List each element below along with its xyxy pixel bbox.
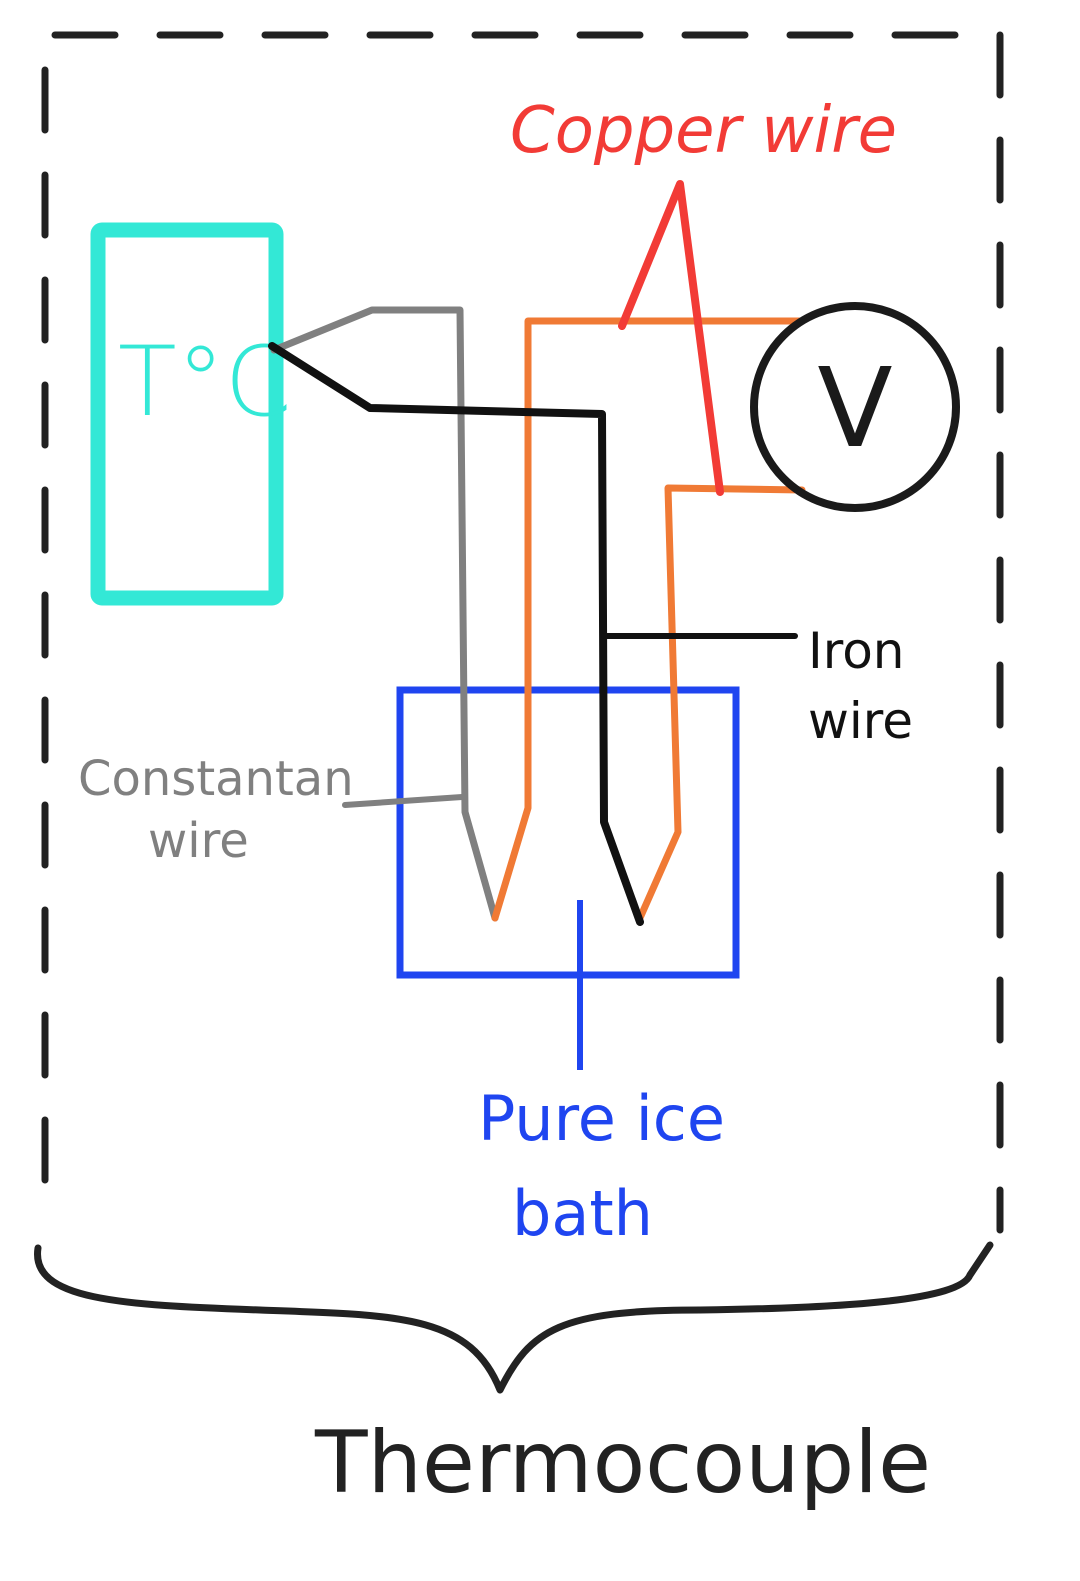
copper-pointer <box>618 180 724 496</box>
copper-wire-right <box>636 484 806 922</box>
iron-wire-label-line1: Iron <box>808 622 904 680</box>
voltmeter-circle <box>750 302 960 512</box>
thermometer-label: T°C <box>118 326 292 438</box>
iron-wire-label-line2: wire <box>808 692 913 750</box>
thermometer-box <box>90 222 284 606</box>
ice-bath-label-line1: Pure ice <box>478 1082 725 1155</box>
constantan-pointer <box>342 794 465 808</box>
ice-bath-box <box>396 686 740 979</box>
copper-wire-label: Copper wire <box>510 94 897 168</box>
copper-wire-left <box>491 317 806 922</box>
ice-bath-label-line2: bath <box>512 1177 653 1250</box>
system-boundary <box>41 31 1004 1234</box>
constantan-wire-label-line2: wire <box>148 813 249 869</box>
voltmeter-label: V <box>817 344 892 472</box>
system-label: Thermocouple <box>314 1413 931 1513</box>
system-brace <box>34 1241 994 1394</box>
constantan-wire-label-line1: Constantan <box>78 751 354 807</box>
constantan-wire <box>270 306 499 922</box>
iron-wire <box>268 342 644 926</box>
